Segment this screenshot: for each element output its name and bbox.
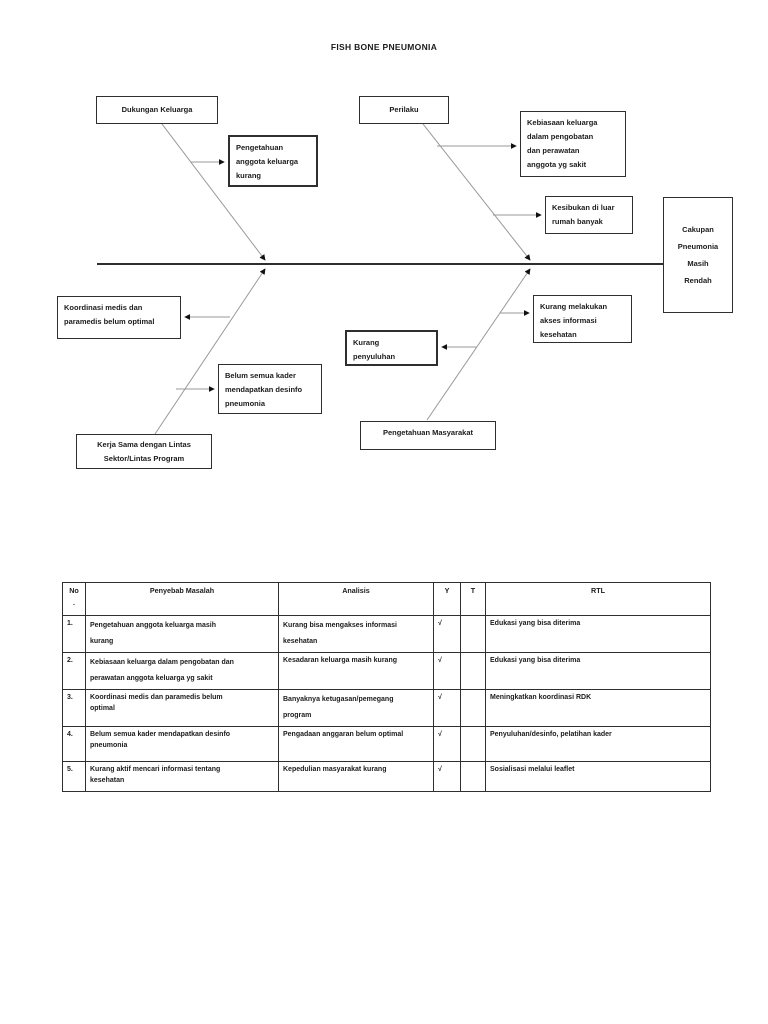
table-cell: Pengadaan anggaran belum optimal (278, 726, 434, 762)
table-cell: 3. (62, 689, 86, 727)
table-cell: Kebiasaan keluarga dalam pengobatan dan … (85, 652, 279, 690)
table-cell: Belum semua kader mendapatkan desinfo pn… (85, 726, 279, 762)
diagram-box-cakupan-head: Cakupan Pneumonia Masih Rendah (663, 197, 733, 313)
bone-upper-left (161, 123, 266, 261)
table-cell: Edukasi yang bisa diterima (485, 615, 711, 653)
column-header-rtl: RTL (485, 582, 711, 616)
column-header-t: T (460, 582, 486, 616)
bone-lower-right (426, 268, 531, 421)
diagram-box-pengetahuan-anggota: Pengetahuan anggota keluarga kurang (228, 135, 318, 187)
table-cell: √ (433, 726, 461, 762)
table-cell: 5. (62, 761, 86, 792)
table-cell: Pengetahuan anggota keluarga masih kuran… (85, 615, 279, 653)
diagram-box-dukungan-keluarga: Dukungan Keluarga (96, 96, 218, 124)
table-row: 1. Pengetahuan anggota keluarga masih ku… (62, 615, 711, 653)
table-cell: Edukasi yang bisa diterima (485, 652, 711, 690)
table-cell: √ (433, 615, 461, 653)
page-title: FISH BONE PNEUMONIA (330, 42, 438, 52)
fishbone-skeleton (97, 123, 663, 435)
table-cell: Penyuluhan/desinfo, pelatihan kader (485, 726, 711, 762)
table-cell: Kesadaran keluarga masih kurang (278, 652, 434, 690)
diagram-box-kebiasaan-keluarga: Kebiasaan keluarga dalam pengobatan dan … (520, 111, 626, 177)
table-cell: 1. (62, 615, 86, 653)
diagram-box-perilaku: Perilaku (359, 96, 449, 124)
column-header-analisis: Analisis (278, 582, 434, 616)
bone-upper-right (422, 123, 531, 261)
table-cell: Banyaknya ketugasan/pemegang program (278, 689, 434, 727)
table-row: 3. Koordinasi medis dan paramedis belum … (62, 689, 711, 727)
table-cell (460, 726, 486, 762)
table-cell (460, 652, 486, 690)
diagram-box-kerja-sama: Kerja Sama dengan Lintas Sektor/Lintas P… (76, 434, 212, 469)
bone-lower-left (154, 268, 266, 435)
table-header-row: No . Penyebab Masalah Analisis Y T RTL (62, 582, 711, 616)
column-header-penyebab: Penyebab Masalah (85, 582, 279, 616)
table-row: 2. Kebiasaan keluarga dalam pengobatan d… (62, 652, 711, 690)
table-cell: Kurang bisa mengakses informasi kesehata… (278, 615, 434, 653)
diagram-box-pengetahuan-masyarakat: Pengetahuan Masyarakat (360, 421, 496, 450)
table-cell (460, 689, 486, 727)
column-header-no: No . (62, 582, 86, 616)
column-header-y: Y (433, 582, 461, 616)
table-cell: Kurang aktif mencari informasi tentang k… (85, 761, 279, 792)
table-cell: Meningkatkan koordinasi RDK (485, 689, 711, 727)
table-cell: 2. (62, 652, 86, 690)
analysis-table: No . Penyebab Masalah Analisis Y T RTL 1… (62, 582, 711, 792)
diagram-box-belum-kader: Belum semua kader mendapatkan desinfo pn… (218, 364, 322, 414)
table-cell: Sosialisasi melalui leaflet (485, 761, 711, 792)
table-cell: Kepedulian masyarakat kurang (278, 761, 434, 792)
table-cell: √ (433, 761, 461, 792)
table-cell: √ (433, 652, 461, 690)
diagram-box-kurang-akses: Kurang melakukan akses informasi kesehat… (533, 295, 632, 343)
table-row: 5. Kurang aktif mencari informasi tentan… (62, 761, 711, 792)
diagram-box-koordinasi: Koordinasi medis dan paramedis belum opt… (57, 296, 181, 339)
table-cell: √ (433, 689, 461, 727)
table-cell: Koordinasi medis dan paramedis belum opt… (85, 689, 279, 727)
table-row: 4. Belum semua kader mendapatkan desinfo… (62, 726, 711, 762)
table-cell: 4. (62, 726, 86, 762)
table-cell (460, 761, 486, 792)
table-cell (460, 615, 486, 653)
diagram-box-kesibukan: Kesibukan di luar rumah banyak (545, 196, 633, 234)
diagram-box-kurang-penyuluhan: Kurang penyuluhan (345, 330, 438, 366)
